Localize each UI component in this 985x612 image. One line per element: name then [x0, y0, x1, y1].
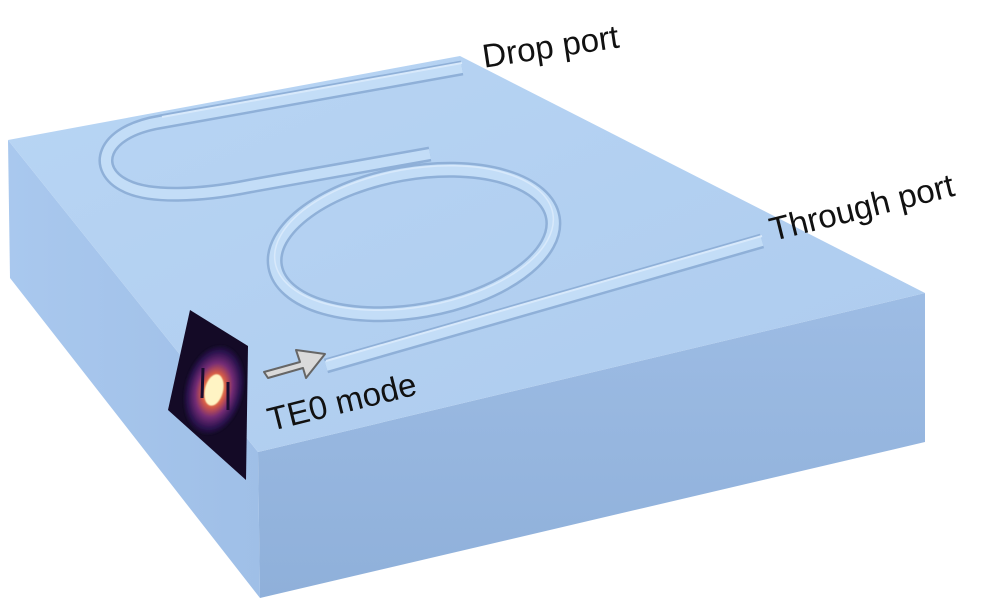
ring-resonator	[266, 161, 562, 323]
drop-waveguide	[98, 60, 464, 202]
te0-mode-field-icon	[168, 310, 248, 480]
chip-left-face	[8, 140, 260, 598]
chip-front-face	[258, 293, 925, 598]
through-waveguide	[323, 233, 765, 374]
right-arrow-icon	[263, 349, 326, 379]
